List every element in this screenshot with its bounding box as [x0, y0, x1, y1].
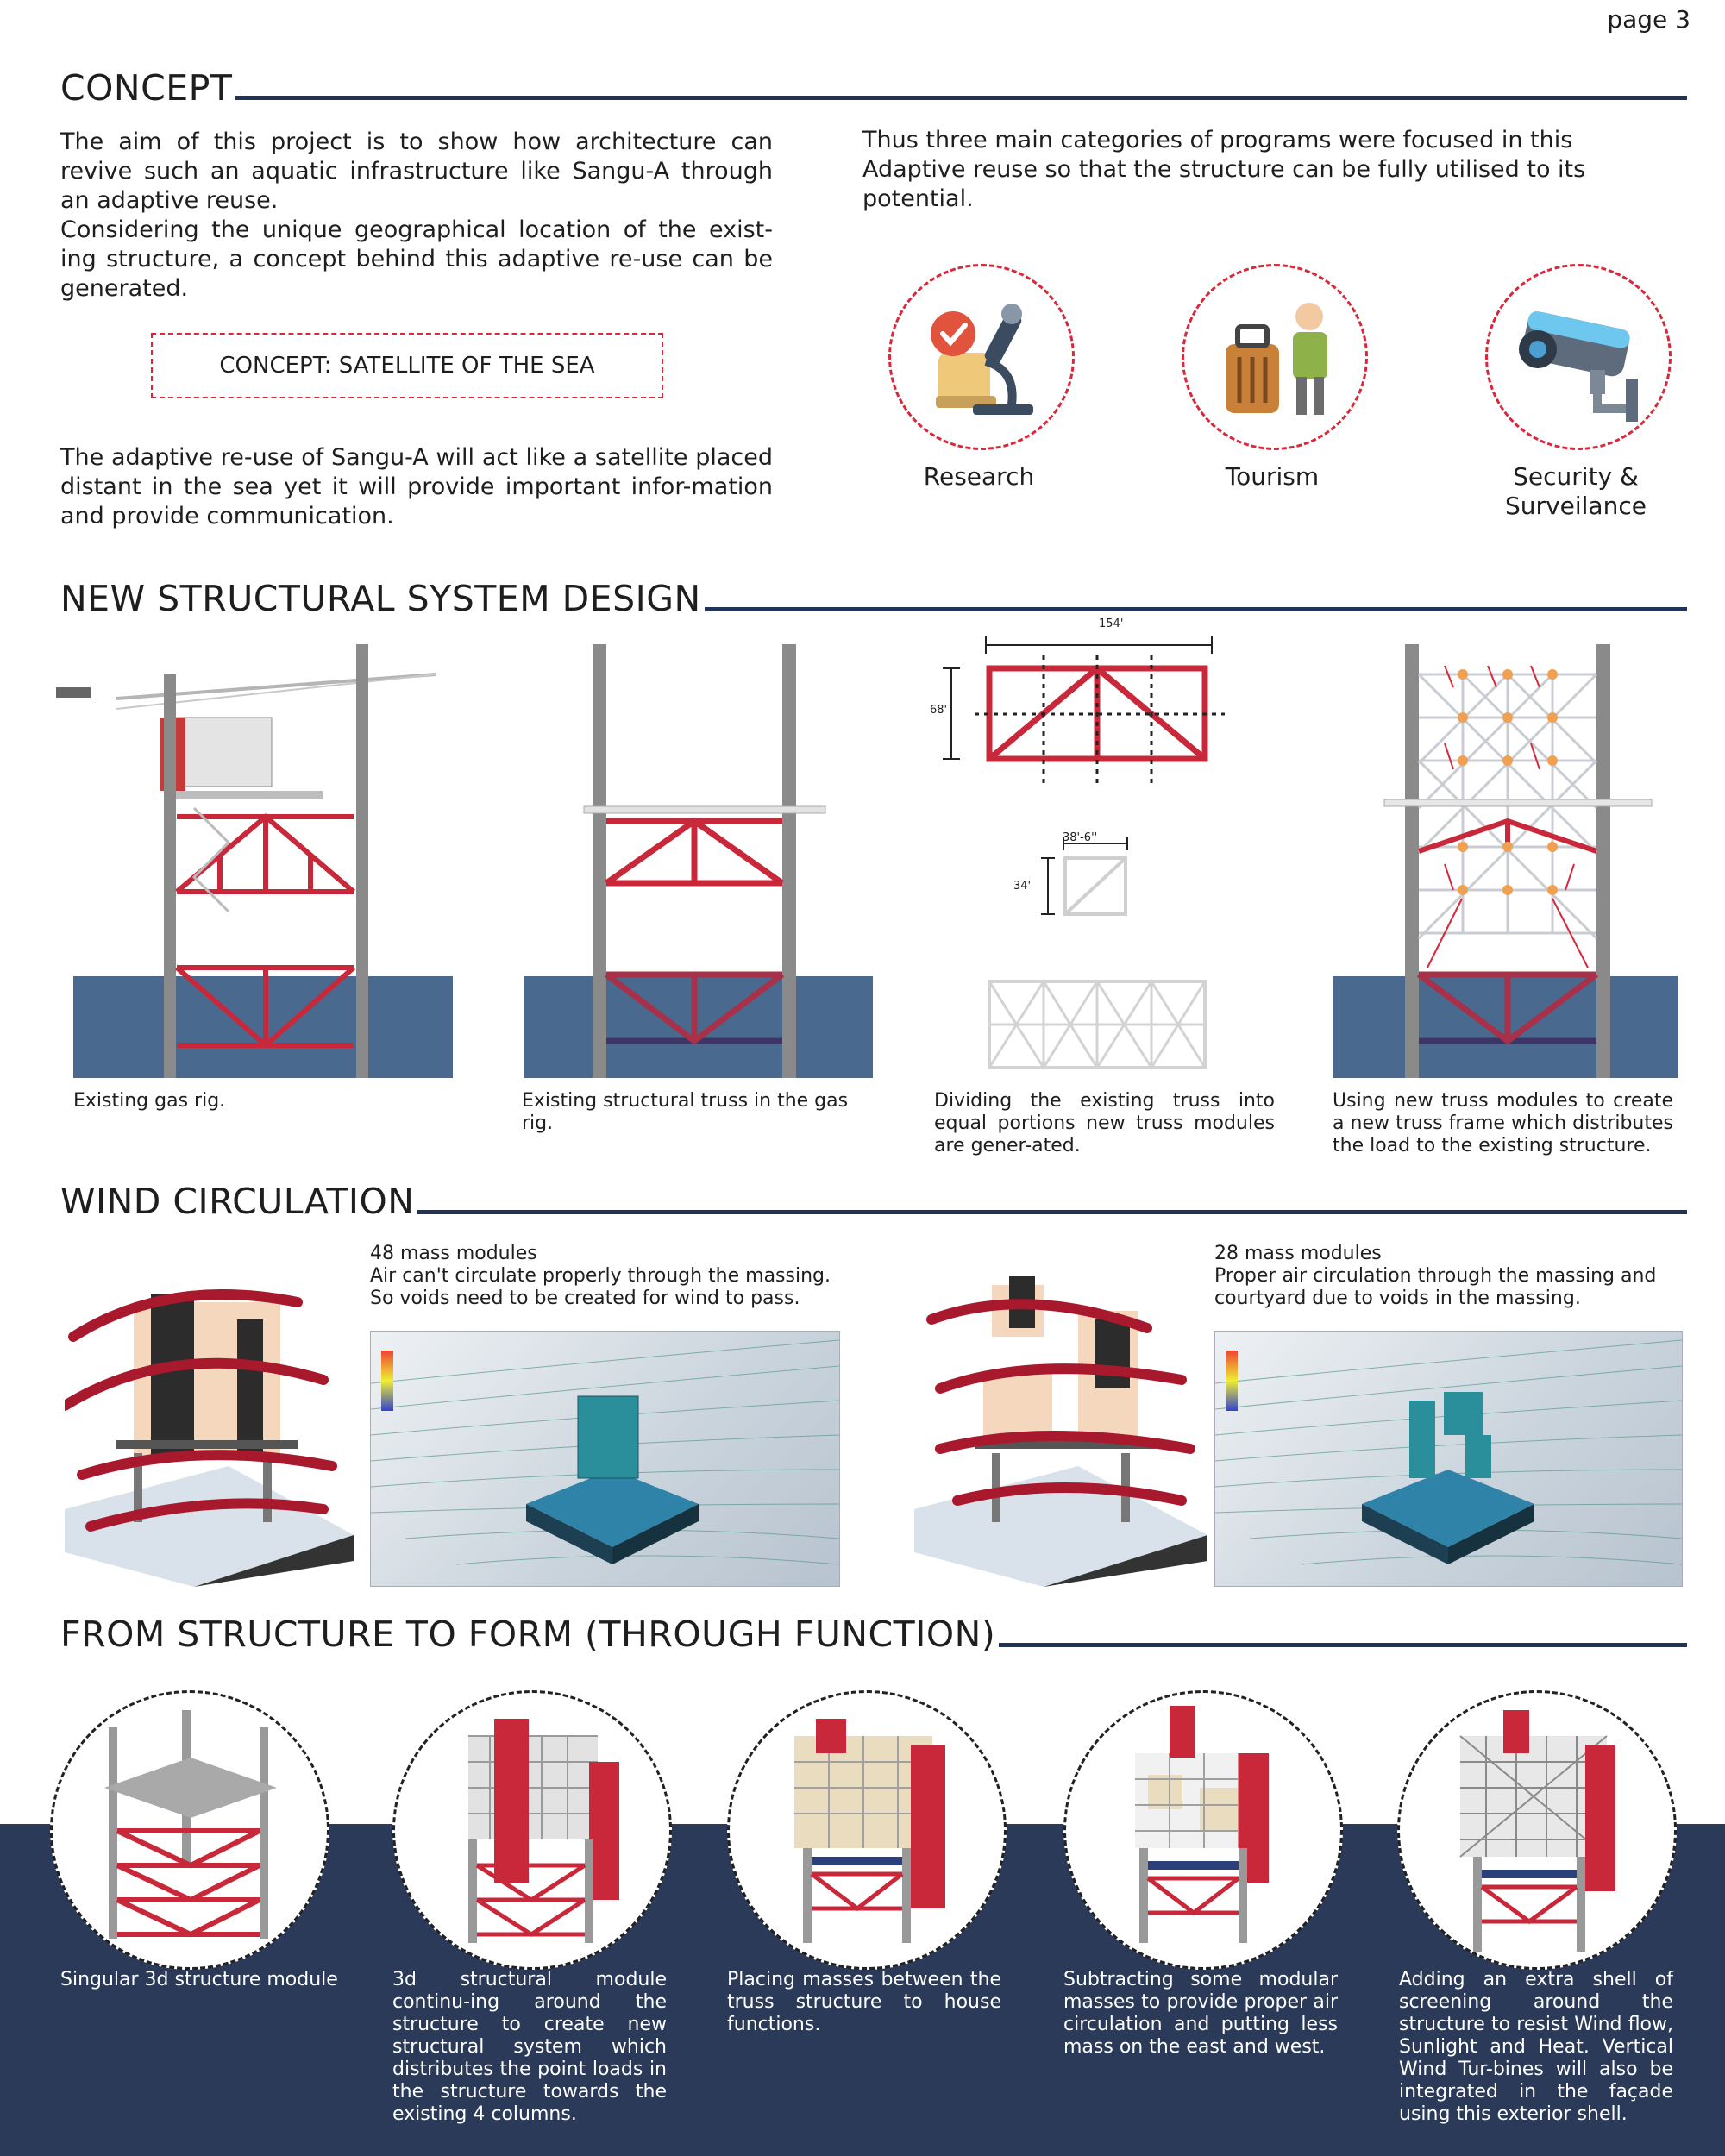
programs-paragraph: Thus three main categories of programs w…: [862, 127, 1586, 212]
dimension-width-large: 154': [1099, 617, 1124, 630]
concept-paragraph-3: The adaptive re-use of Sangu-A will act …: [60, 444, 773, 530]
massing-48-modules-drawing: [60, 1268, 354, 1587]
dimension-height-large: 68': [930, 704, 948, 717]
step5-caption: Adding an extra shell of screening aroun…: [1399, 1969, 1673, 2125]
microscope-icon: [931, 304, 1033, 415]
wind-right-text: Proper air circulation through the massi…: [1214, 1265, 1657, 1309]
step1-caption: Singular 3d structure module: [60, 1969, 338, 1990]
category-security: Security & Surveilance: [1505, 462, 1647, 520]
dimension-width-small: 38'-6'': [1063, 831, 1098, 844]
page-number: page 3: [1607, 5, 1690, 34]
concept-paragraph-2: Considering the unique geographical loca…: [60, 216, 773, 302]
category-tourism: Tourism: [1225, 462, 1320, 491]
concept-heading: CONCEPT: [60, 67, 236, 109]
step4-subtracting-masses: [1063, 1690, 1343, 1970]
step3-placing-masses: [727, 1690, 1007, 1970]
caption-truss-modules: Dividing the existing truss into equal p…: [934, 1090, 1275, 1156]
step3-caption: Placing masses between the truss structu…: [727, 1969, 1001, 2035]
caption-existing-gas-rig: Existing gas rig.: [73, 1090, 226, 1112]
step5-exterior-shell: [1397, 1690, 1677, 1970]
dimension-height-small: 34': [1013, 880, 1032, 893]
wind-left-text: Air can't circulate properly through the…: [370, 1265, 831, 1309]
existing-gas-rig-drawing: [56, 640, 453, 1078]
section-rule: [60, 96, 1687, 100]
form-heading: FROM STRUCTURE TO FORM (THROUGH FUNCTION…: [60, 1614, 1000, 1655]
wind-left-title: 48 mass modules: [370, 1243, 537, 1264]
concept-box: CONCEPT: SATELLITE OF THE SEA: [151, 333, 663, 398]
step2-caption: 3d structural module continu-ing around …: [392, 1969, 667, 2125]
wind-simulation-48: [370, 1331, 840, 1587]
step1-structure-module: [50, 1690, 329, 1970]
concept-paragraph-1: The aim of this project is to show how a…: [60, 128, 773, 214]
step4-caption: Subtracting some modular masses to provi…: [1063, 1969, 1338, 2058]
section-rule: [60, 607, 1687, 611]
caption-existing-truss: Existing structural truss in the gas rig…: [522, 1090, 849, 1134]
truss-module-diagram: [927, 621, 1255, 1087]
wind-right-title: 28 mass modules: [1214, 1243, 1382, 1264]
concept-box-label: CONCEPT: SATELLITE OF THE SEA: [219, 353, 595, 379]
existing-truss-drawing: [524, 640, 873, 1078]
category-research: Research: [923, 462, 1035, 491]
section-rule: [60, 1210, 1687, 1214]
research-circle: [888, 264, 1075, 450]
step2-structure-continuation: [392, 1690, 672, 1970]
tourism-circle: [1182, 264, 1368, 450]
massing-28-modules-drawing: [914, 1268, 1208, 1587]
wind-heading: WIND CIRCULATION: [60, 1181, 418, 1222]
security-circle: [1485, 264, 1672, 450]
wind-simulation-28: [1214, 1331, 1683, 1587]
new-truss-frame-drawing: [1333, 640, 1678, 1078]
traveler-luggage-icon: [1226, 303, 1327, 415]
structural-heading: NEW STRUCTURAL SYSTEM DESIGN: [60, 578, 705, 619]
cctv-camera-icon: [1519, 310, 1638, 422]
caption-new-truss-frame: Using new truss modules to create a new …: [1333, 1090, 1673, 1156]
